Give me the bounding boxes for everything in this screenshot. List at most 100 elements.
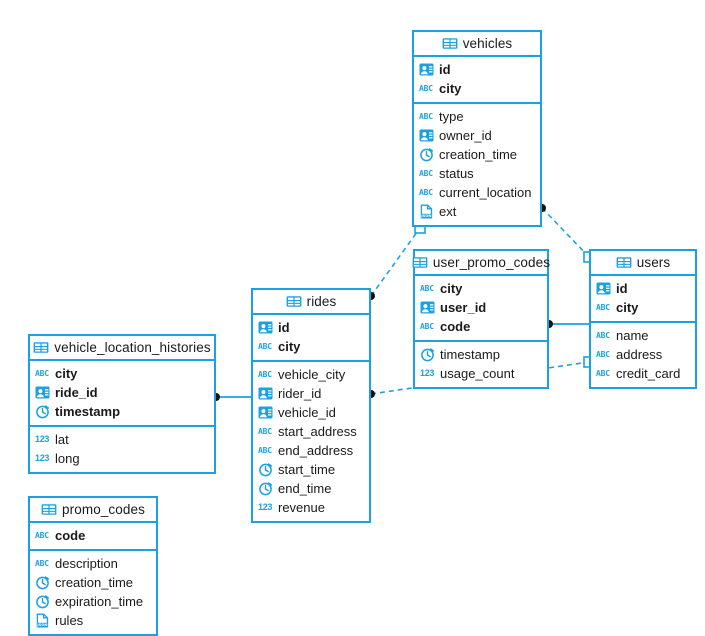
entity-title-promo_codes: promo_codes (30, 498, 156, 523)
field-label: end_address (278, 443, 354, 458)
abc-string-icon: ABC (420, 284, 434, 293)
field-label: city (278, 339, 301, 354)
field-label: city (439, 81, 462, 96)
field-row-promo_codes-creation_time[interactable]: creation_time (30, 573, 156, 592)
entity-title-vehicles: vehicles (414, 32, 540, 57)
entity-title-user_promo_codes: user_promo_codes (412, 251, 551, 276)
field-label: id (278, 320, 290, 335)
abc-string-icon: ABC (258, 427, 272, 436)
field-label: name (616, 328, 649, 343)
field-row-rides-start_time[interactable]: start_time (253, 460, 369, 479)
field-label: long (55, 451, 80, 466)
table-icon (616, 255, 632, 270)
abc-string-icon: ABC (596, 350, 610, 359)
field-row-rides-city[interactable]: ABC city (253, 337, 369, 356)
abc-string-icon: ABC (420, 322, 434, 331)
field-row-promo_codes-expiration_time[interactable]: expiration_time (30, 592, 156, 611)
field-row-vehicle_location_histories-ride_id[interactable]: ride_id (30, 383, 214, 402)
table-icon (33, 340, 49, 355)
table-icon (41, 502, 57, 517)
relationship-vehicle-location-histories-to-rides (212, 393, 251, 401)
field-row-vehicles-ext[interactable]: JSON ext (414, 202, 540, 221)
field-label: vehicle_city (278, 367, 346, 382)
field-row-vehicles-id[interactable]: id (414, 60, 540, 79)
field-label: creation_time (439, 147, 518, 162)
field-row-vehicles-owner_id[interactable]: owner_id (414, 126, 540, 145)
abc-string-icon: ABC (258, 342, 272, 351)
field-label: rules (55, 613, 84, 628)
field-row-rides-end_time[interactable]: end_time (253, 479, 369, 498)
field-label: current_location (439, 185, 532, 200)
abc-string-icon: ABC (35, 369, 49, 378)
key-id-icon (258, 320, 273, 335)
abc-string-icon: ABC (596, 331, 610, 340)
field-row-rides-start_address[interactable]: ABC start_address (253, 422, 369, 441)
field-row-users-name[interactable]: ABC name (591, 326, 695, 345)
123-number-icon: 123 (420, 368, 435, 378)
field-row-promo_codes-rules[interactable]: JSON rules (30, 611, 156, 630)
field-label: type (439, 109, 464, 124)
field-row-users-id[interactable]: id (591, 279, 695, 298)
table-icon (412, 255, 428, 270)
entity-name: vehicle_location_histories (54, 340, 211, 355)
123-number-icon: 123 (258, 502, 273, 512)
field-row-rides-rider_id[interactable]: rider_id (253, 384, 369, 403)
clock-timestamp-icon (35, 575, 50, 590)
field-label: ext (439, 204, 457, 219)
field-row-vehicles-creation_time[interactable]: creation_time (414, 145, 540, 164)
field-row-rides-vehicle_city[interactable]: ABC vehicle_city (253, 365, 369, 384)
field-row-vehicle_location_histories-timestamp[interactable]: timestamp (30, 402, 214, 421)
field-row-rides-id[interactable]: id (253, 318, 369, 337)
field-label: city (616, 300, 639, 315)
field-label: start_time (278, 462, 336, 477)
field-row-vehicles-current_location[interactable]: ABC current_location (414, 183, 540, 202)
abc-string-icon: ABC (258, 370, 272, 379)
entity-title-vehicle_location_histories: vehicle_location_histories (30, 336, 214, 361)
field-label: expiration_time (55, 594, 144, 609)
clock-timestamp-icon (419, 147, 434, 162)
clock-timestamp-icon (258, 462, 273, 477)
json-document-icon: JSON (35, 613, 50, 628)
json-document-icon: JSON (419, 204, 434, 219)
key-id-icon (419, 62, 434, 77)
field-label: description (55, 556, 118, 571)
field-row-user_promo_codes-user_id[interactable]: user_id (415, 298, 547, 317)
field-label: timestamp (440, 347, 500, 362)
field-row-rides-vehicle_id[interactable]: vehicle_id (253, 403, 369, 422)
entity-name: user_promo_codes (432, 255, 551, 270)
abc-string-icon: ABC (419, 169, 433, 178)
field-label: end_time (278, 481, 332, 496)
field-row-user_promo_codes-timestamp[interactable]: timestamp (415, 345, 547, 364)
key-id-icon (258, 386, 273, 401)
field-label: start_address (278, 424, 357, 439)
abc-string-icon: ABC (419, 188, 433, 197)
